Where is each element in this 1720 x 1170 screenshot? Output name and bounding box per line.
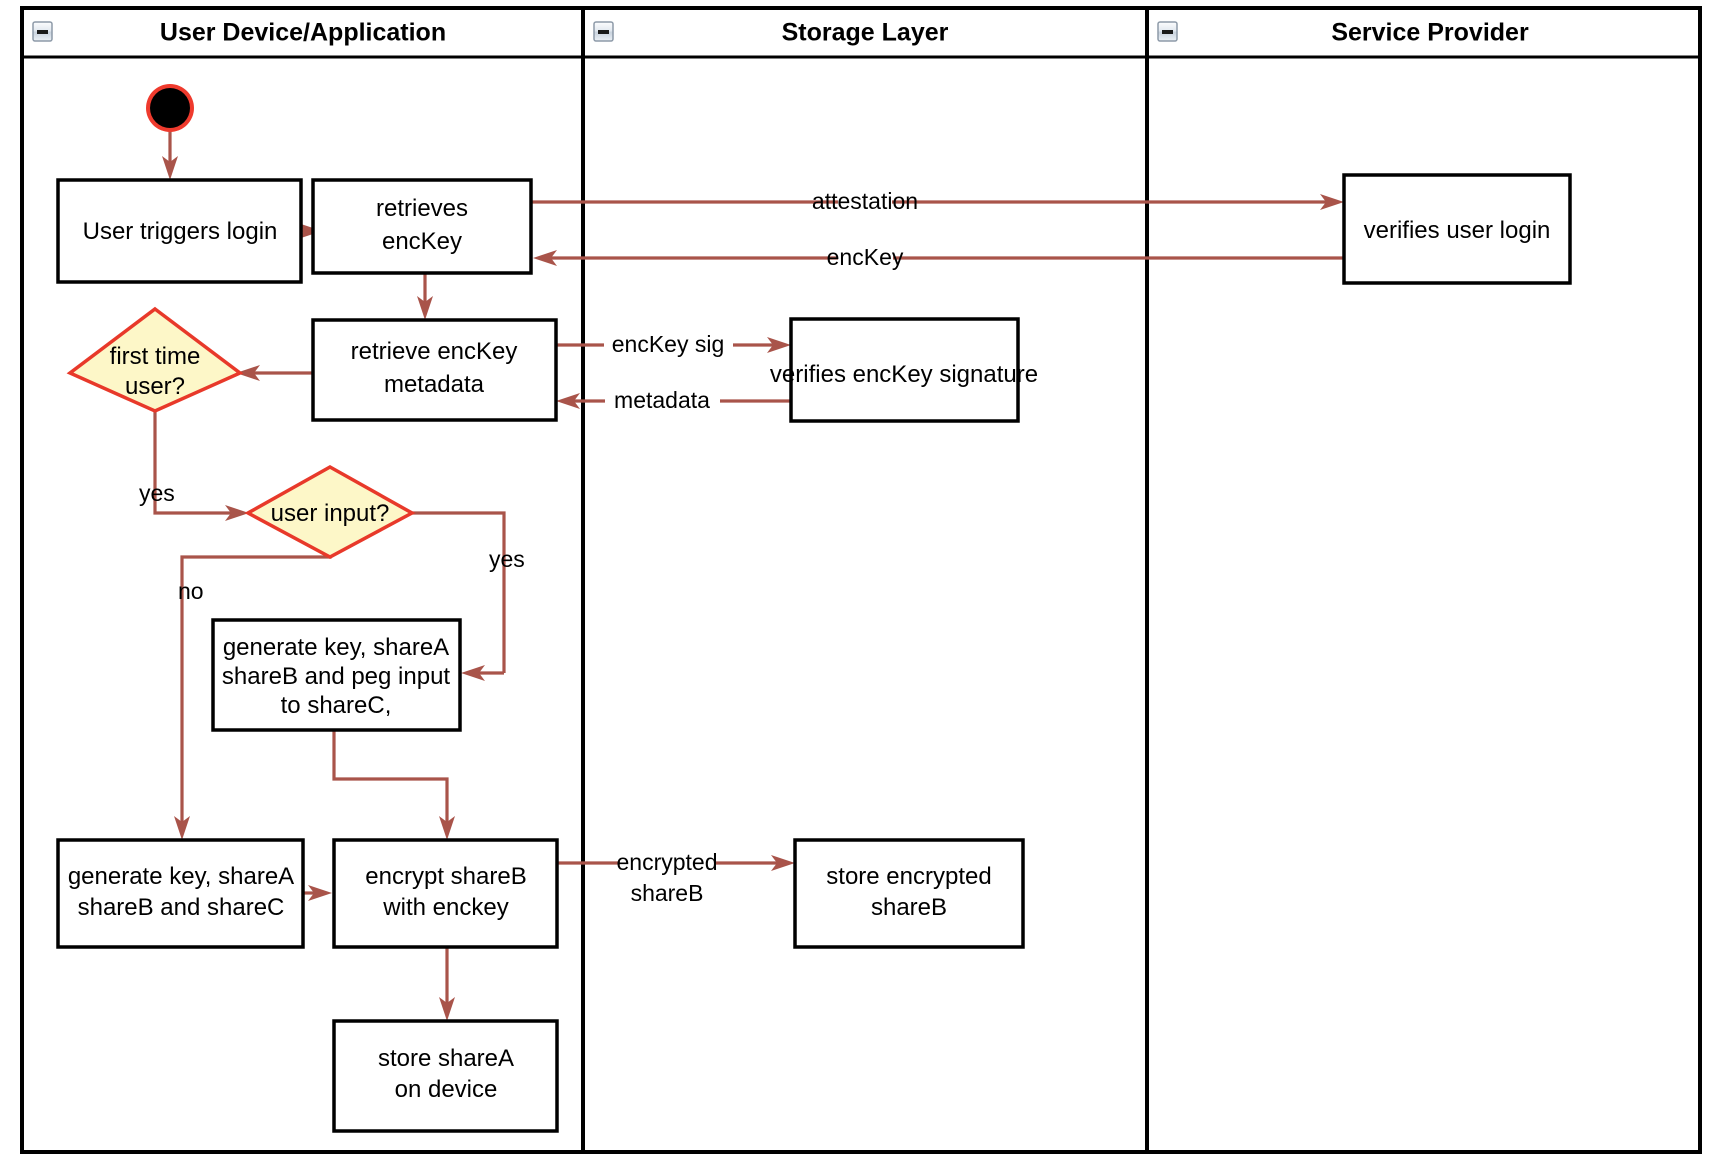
edge-label-encrypted-line2: shareB	[631, 880, 704, 906]
node-label-line: encrypt shareB	[365, 863, 526, 890]
edge-start-to-login	[162, 125, 178, 180]
node-label-line: retrieve encKey	[351, 338, 518, 365]
edge-metadata-to-firsttime	[236, 365, 313, 381]
edge-encrypt-to-storesharea	[439, 948, 455, 1021]
lane-header-service-provider[interactable]: Service Provider	[1157, 19, 1529, 47]
edge-label-metadata: metadata	[614, 387, 710, 413]
node-store-encrypted-shareb[interactable]: store encrypted shareB	[793, 838, 1025, 949]
minus-icon[interactable]	[593, 21, 614, 42]
node-label-line: verifies encKey signature	[770, 361, 1038, 388]
node-label-line: with enckey	[382, 894, 508, 921]
initial-node[interactable]	[146, 84, 194, 132]
lane-header-user-device[interactable]: User Device/Application	[32, 19, 446, 47]
swimlane-frame	[20, 6, 1702, 1154]
node-user-input[interactable]: user input?	[244, 464, 416, 559]
node-label-line: user?	[125, 373, 185, 400]
node-label-line: store shareA	[378, 1045, 514, 1072]
node-verifies-user-login[interactable]: verifies user login	[1342, 173, 1572, 285]
node-label-line: shareB and peg input	[222, 663, 451, 690]
edge-label-yes-firsttime: yes	[139, 480, 175, 506]
node-label-line: first time	[110, 343, 201, 370]
minus-icon[interactable]	[1157, 21, 1178, 42]
node-generate-peg[interactable]: generate key, shareA shareB and peg inpu…	[211, 618, 462, 732]
edge-shares-to-encrypt	[303, 885, 332, 901]
node-label-line: retrieves	[376, 195, 468, 222]
node-retrieve-enckey-metadata[interactable]: retrieve encKey metadata	[311, 318, 558, 422]
edge-label-attestation: attestation	[812, 188, 918, 214]
node-label-line: generate key, shareA	[223, 634, 449, 661]
edge-retrieves-to-metadata	[417, 273, 433, 320]
edge-label-enckey: encKey	[827, 244, 904, 270]
node-store-sharea[interactable]: store shareA on device	[332, 1019, 559, 1133]
node-label-line: shareB	[871, 894, 947, 921]
lane-title-service-provider: Service Provider	[1331, 19, 1529, 47]
node-label-line: encKey	[382, 228, 462, 255]
node-user-triggers-login[interactable]: User triggers login	[56, 178, 303, 284]
node-label-line: shareB and shareC	[78, 894, 285, 921]
node-label-line: verifies user login	[1364, 217, 1551, 244]
lane-header-storage-layer[interactable]: Storage Layer	[593, 19, 949, 47]
edge-firsttime-yes: yes	[139, 411, 249, 521]
edge-label-enckey-sig: encKey sig	[612, 331, 725, 357]
edge-enckey-sig: encKey sig	[556, 331, 791, 357]
node-label-line: generate key, shareA	[68, 863, 294, 890]
node-generate-shares[interactable]: generate key, shareA shareB and shareC	[56, 838, 305, 949]
node-retrieves-enckey[interactable]: retrieves encKey	[311, 178, 533, 275]
edge-label-yes-userinput: yes	[489, 546, 525, 572]
edge-attestation: attestation	[531, 188, 1344, 214]
node-label-line: to shareC,	[281, 692, 392, 719]
node-first-time-user[interactable]: first time user?	[66, 306, 244, 413]
node-label-line: on device	[395, 1076, 498, 1103]
node-verifies-enckey-signature[interactable]: verifies encKey signature	[770, 317, 1038, 423]
edge-encrypted-shareb: encrypted shareB	[557, 849, 795, 906]
edge-userinput-yes: yes	[412, 511, 525, 681]
node-label-line: metadata	[384, 371, 485, 398]
edge-label-no-userinput: no	[178, 578, 204, 604]
node-label-line: user input?	[271, 500, 390, 527]
edge-metadata-return: metadata	[556, 387, 791, 413]
edge-enckey-return: encKey	[533, 244, 1344, 270]
edge-label-encrypted-line1: encrypted	[616, 849, 717, 875]
edge-peg-to-encrypt	[332, 729, 455, 840]
node-label-line: store encrypted	[826, 863, 991, 890]
node-label-line: User triggers login	[83, 218, 278, 245]
lane-title-storage-layer: Storage Layer	[782, 19, 949, 47]
node-encrypt-shareb[interactable]: encrypt shareB with enckey	[332, 838, 559, 949]
minus-icon[interactable]	[32, 21, 53, 42]
lane-title-user-device: User Device/Application	[160, 19, 446, 47]
